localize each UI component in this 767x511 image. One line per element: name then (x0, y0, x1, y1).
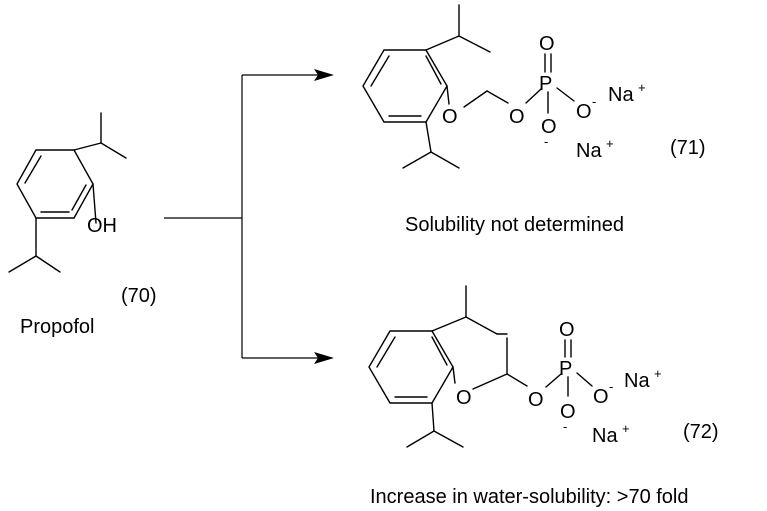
propofol-structure (8, 112, 127, 273)
compound-71-o-right-label: O (576, 101, 592, 123)
branching-arrows (164, 69, 334, 364)
compound-72-o-right-label: O (593, 386, 609, 408)
compound-72-na1-charge: + (654, 366, 662, 381)
compound-71-benzene-ring (362, 49, 448, 123)
compound-72-structure (368, 285, 593, 448)
compound-71-o-right-charge: - (592, 94, 596, 109)
propofol-number: (70) (121, 285, 157, 307)
propofol-oh-label: OH (87, 215, 117, 237)
compound-72-o1-label: O (456, 387, 472, 409)
compound-71-o-bottom-label: O (541, 116, 557, 138)
compound-72-note: Increase in water-solubility: >70 fold (370, 486, 689, 508)
compound-71-o-bottom-charge: - (544, 134, 548, 149)
compound-72-number: (72) (683, 421, 719, 443)
arrow-head-bottom (314, 352, 334, 364)
compound-71-na2-label: Na (576, 140, 602, 162)
compound-72-benzene-ring (368, 330, 454, 404)
propofol-benzene-ring (16, 149, 94, 219)
compound-72-o-bottom-charge: - (563, 419, 567, 434)
compound-72-na2-charge: + (622, 421, 630, 436)
compound-71-structure (362, 4, 575, 169)
compound-71-o1-label: O (442, 106, 458, 128)
compound-71-o-top-label: O (539, 33, 555, 55)
compound-71-note: Solubility not determined (405, 214, 624, 236)
compound-72-o-right-charge: - (609, 379, 613, 394)
compound-72-na2-label: Na (592, 425, 618, 447)
compound-71-na2-charge: + (606, 136, 614, 151)
compound-72-o-bottom-label: O (560, 401, 576, 423)
compound-72-p-label: P (559, 358, 572, 380)
compound-72-na1-label: Na (624, 370, 650, 392)
compound-71-na1-label: Na (608, 84, 634, 106)
arrow-head-top (314, 69, 334, 81)
compound-71-na1-charge: + (638, 80, 646, 95)
compound-71-number: (71) (670, 137, 706, 159)
compound-72-o2-label: O (528, 389, 544, 411)
compound-71-o2-label: O (509, 106, 525, 128)
compound-72-o-top-label: O (559, 319, 575, 341)
compound-71-p-label: P (539, 73, 552, 95)
propofol-name: Propofol (20, 316, 95, 338)
